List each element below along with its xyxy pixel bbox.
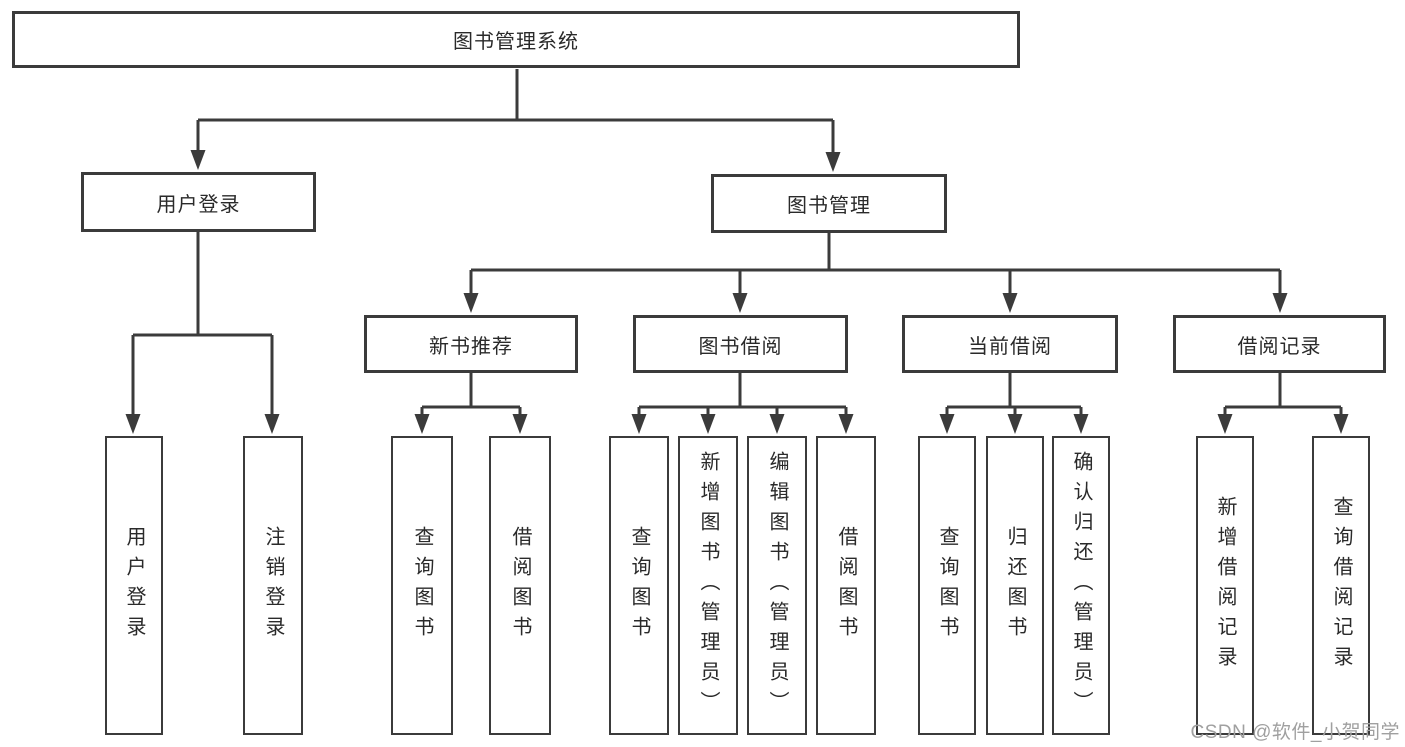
node-book-borrowing: 图书借阅 bbox=[633, 315, 848, 373]
node-label: 借阅记录 bbox=[1237, 335, 1322, 358]
leaf-logout: 注销登录 bbox=[243, 436, 303, 735]
node-label: 新书推荐 bbox=[429, 335, 513, 358]
node-label: 查询图书 bbox=[628, 525, 650, 646]
node-current-borrowing: 当前借阅 bbox=[902, 315, 1118, 373]
leaf-borrow-books: 借阅图书 bbox=[816, 436, 876, 735]
node-label: 图书借阅 bbox=[698, 335, 783, 358]
node-label: 图书管理 bbox=[787, 195, 871, 217]
leaf-query-books: 查询图书 bbox=[609, 436, 669, 735]
leaf-query-books: 查询图书 bbox=[391, 436, 453, 735]
node-label: 查询图书 bbox=[411, 525, 433, 646]
leaf-query-books: 查询图书 bbox=[918, 436, 976, 735]
node-label: 新增图书（管理员） bbox=[697, 450, 719, 721]
leaf-add-borrow-record: 新增借阅记录 bbox=[1196, 436, 1254, 735]
node-library-system: 图书管理系统 bbox=[12, 11, 1020, 68]
watermark: CSDN @软件_小贺同学 bbox=[1190, 722, 1400, 743]
node-new-book-recommendation: 新书推荐 bbox=[364, 315, 578, 373]
leaf-add-books-admin: 新增图书（管理员） bbox=[678, 436, 738, 735]
node-label: 注销登录 bbox=[262, 525, 284, 646]
node-label: 查询借阅记录 bbox=[1330, 495, 1352, 676]
node-label: 借阅图书 bbox=[835, 525, 857, 646]
node-label: 图书管理系统 bbox=[453, 31, 579, 53]
node-label: 新增借阅记录 bbox=[1214, 495, 1236, 676]
leaf-confirm-return-admin: 确认归还（管理员） bbox=[1052, 436, 1110, 735]
leaf-borrow-books: 借阅图书 bbox=[489, 436, 551, 735]
leaf-user-login: 用户登录 bbox=[105, 436, 163, 735]
leaf-return-books: 归还图书 bbox=[986, 436, 1044, 735]
leaf-query-borrow-record: 查询借阅记录 bbox=[1312, 436, 1370, 735]
node-label: 用户登录 bbox=[156, 193, 241, 216]
node-label: 用户登录 bbox=[123, 525, 145, 646]
node-label: 归还图书 bbox=[1004, 525, 1026, 646]
leaf-edit-books-admin: 编辑图书（管理员） bbox=[747, 436, 807, 735]
node-borrowing-records: 借阅记录 bbox=[1173, 315, 1386, 373]
node-label: 确认归还（管理员） bbox=[1070, 450, 1092, 721]
node-book-management: 图书管理 bbox=[711, 174, 947, 233]
node-label: 编辑图书（管理员） bbox=[766, 450, 788, 721]
node-label: 当前借阅 bbox=[968, 335, 1052, 358]
node-user-login: 用户登录 bbox=[81, 172, 316, 232]
node-label: 查询图书 bbox=[936, 525, 958, 646]
node-label: 借阅图书 bbox=[509, 525, 531, 646]
